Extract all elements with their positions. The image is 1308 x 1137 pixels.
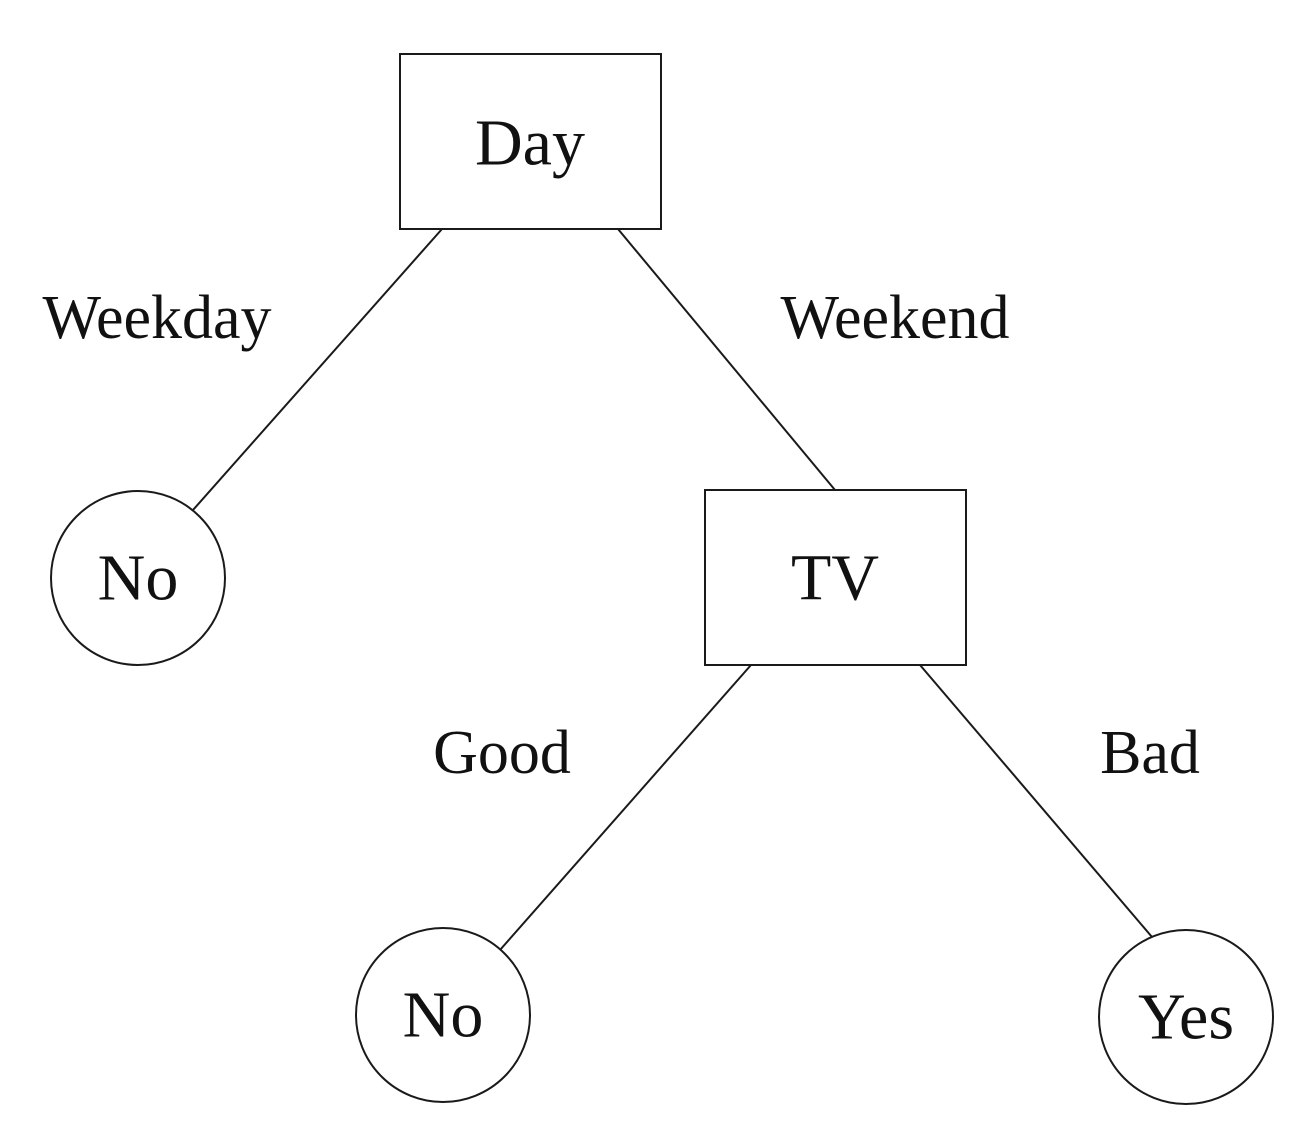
edge-tv-to-yes bbox=[919, 664, 1153, 938]
tv-node-label: TV bbox=[791, 542, 879, 615]
leaf-node-no-weekday: No bbox=[50, 490, 226, 666]
edge-tv-to-no bbox=[499, 664, 752, 951]
leaf-node-label: No bbox=[98, 542, 179, 615]
edge-day-to-tv bbox=[617, 228, 836, 491]
edge-label-weekend: Weekend bbox=[780, 284, 1009, 352]
root-node-label: Day bbox=[475, 107, 585, 180]
tv-node-box bbox=[704, 489, 967, 666]
edge-label-bad: Bad bbox=[1100, 719, 1200, 787]
leaf-node-label: Yes bbox=[1138, 981, 1234, 1054]
leaf-node-circle bbox=[50, 490, 226, 666]
edge-label-good: Good bbox=[433, 719, 571, 787]
root-node-day: Day bbox=[399, 53, 662, 230]
leaf-node-no-good: No bbox=[355, 927, 531, 1103]
edge-day-to-no bbox=[192, 228, 443, 511]
leaf-node-label: No bbox=[403, 979, 484, 1052]
leaf-node-circle bbox=[1098, 929, 1274, 1105]
tv-node: TV bbox=[704, 489, 967, 666]
edge-label-weekday: Weekday bbox=[42, 284, 271, 352]
root-node-box bbox=[399, 53, 662, 230]
leaf-node-circle bbox=[355, 927, 531, 1103]
leaf-node-yes-bad: Yes bbox=[1098, 929, 1274, 1105]
